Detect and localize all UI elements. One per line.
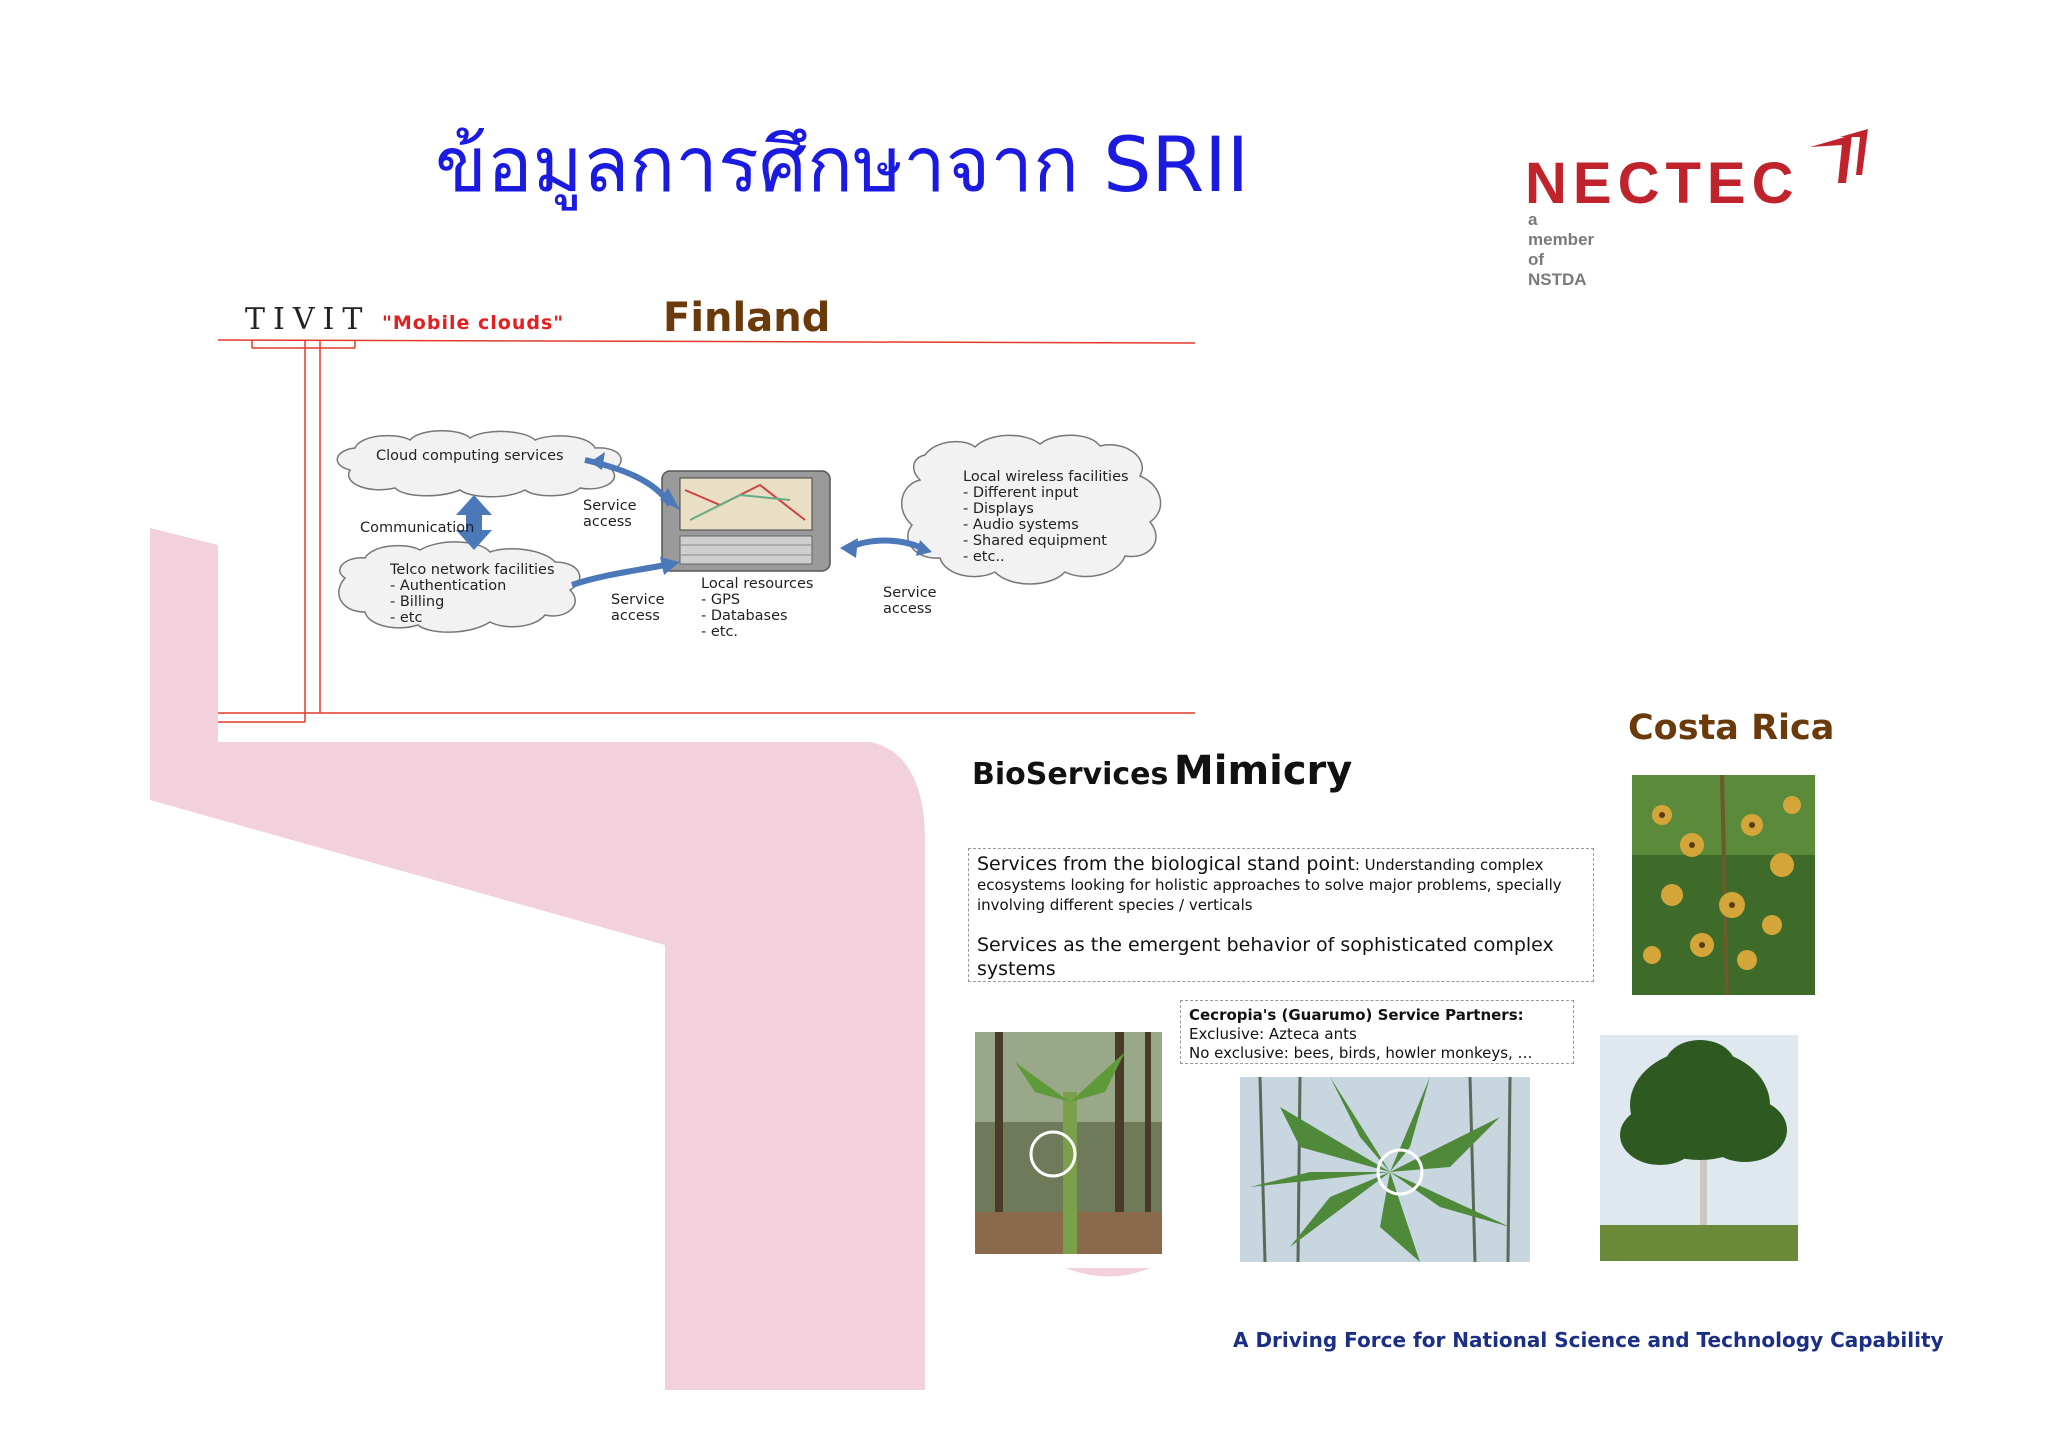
service-access-label: Service: [883, 585, 937, 601]
tivit-logo: TIVIT: [245, 302, 371, 337]
nectec-tagline: a member of NSTDA: [1528, 210, 1595, 289]
costa-rica-label: Costa Rica: [1628, 708, 1835, 748]
cecropia-line: Exclusive: Azteca ants: [1189, 1025, 1357, 1043]
local-wireless-cloud: [901, 434, 1162, 585]
service-access-label: Service: [611, 592, 665, 608]
cecropia-tree-photo: [1600, 1035, 1798, 1261]
finland-label: Finland: [663, 295, 831, 341]
service-access-label: access: [883, 601, 932, 617]
telco-cloud: [338, 541, 581, 633]
telco-line: Telco network facilities: [389, 562, 555, 578]
cecropia-stem-photo: [975, 1032, 1162, 1254]
cecropia-heading: Cecropia's (Guarumo) Service Partners:: [1189, 1006, 1524, 1024]
mobile-device-icon: [661, 470, 831, 572]
bioservices-title: BioServices Mimicry: [972, 748, 1352, 794]
communication-arrow-icon: [456, 495, 492, 550]
telco-line: - etc: [390, 610, 422, 626]
local-wireless-line: - Audio systems: [963, 517, 1079, 533]
local-wireless-line: - etc..: [963, 549, 1005, 565]
cecropia-partners-box: Cecropia's (Guarumo) Service Partners: E…: [1180, 1000, 1574, 1064]
telco-line: - Billing: [390, 594, 444, 610]
bioservices-description-box: Services from the biological stand point…: [968, 848, 1594, 982]
telco-line: - Authentication: [390, 578, 506, 594]
communication-label: Communication: [360, 520, 474, 536]
service-access-label: Service: [583, 498, 637, 514]
cloud-computing-cloud: [336, 430, 622, 498]
local-wireless-line: - Shared equipment: [963, 533, 1107, 549]
bio-p1-rest: : Understanding complex ecosystems looki…: [977, 856, 1562, 914]
local-wireless-line: Local wireless facilities: [963, 469, 1129, 485]
local-resources-line: - GPS: [701, 592, 740, 608]
service-access-label: access: [611, 608, 660, 624]
local-resources-line: Local resources: [701, 576, 813, 592]
bioservices-title-part2: Mimicry: [1173, 748, 1353, 794]
mobile-clouds-subtitle: "Mobile clouds": [382, 312, 565, 334]
slide-title: ข้อมูลการศึกษาจาก SRII: [435, 120, 1250, 209]
slide-footer: A Driving Force for National Science and…: [1233, 1328, 1944, 1352]
local-resources-line: - Databases: [701, 608, 788, 624]
bioservices-title-part1: BioServices: [972, 757, 1169, 792]
nectec-logo-text: NECTEC: [1525, 151, 1800, 216]
service-access-arrow-bottom: [570, 562, 666, 588]
cloud-computing-label: Cloud computing services: [376, 448, 564, 464]
service-access-label: access: [583, 514, 632, 530]
bio-p1-lead: Services from the biological stand point: [977, 853, 1355, 875]
local-resources-line: - etc.: [701, 624, 738, 640]
cecropia-leaf-photo: [1240, 1077, 1530, 1262]
local-wireless-line: - Displays: [963, 501, 1034, 517]
nectec-swoosh-icon: [1810, 129, 1868, 183]
cecropia-line: No exclusive: bees, birds, howler monkey…: [1189, 1044, 1533, 1062]
service-access-arrow-right: [846, 537, 924, 551]
orchid-photo: [1632, 775, 1815, 995]
bio-p2: Services as the emergent behavior of sop…: [977, 934, 1554, 980]
local-wireless-line: - Different input: [963, 485, 1079, 501]
